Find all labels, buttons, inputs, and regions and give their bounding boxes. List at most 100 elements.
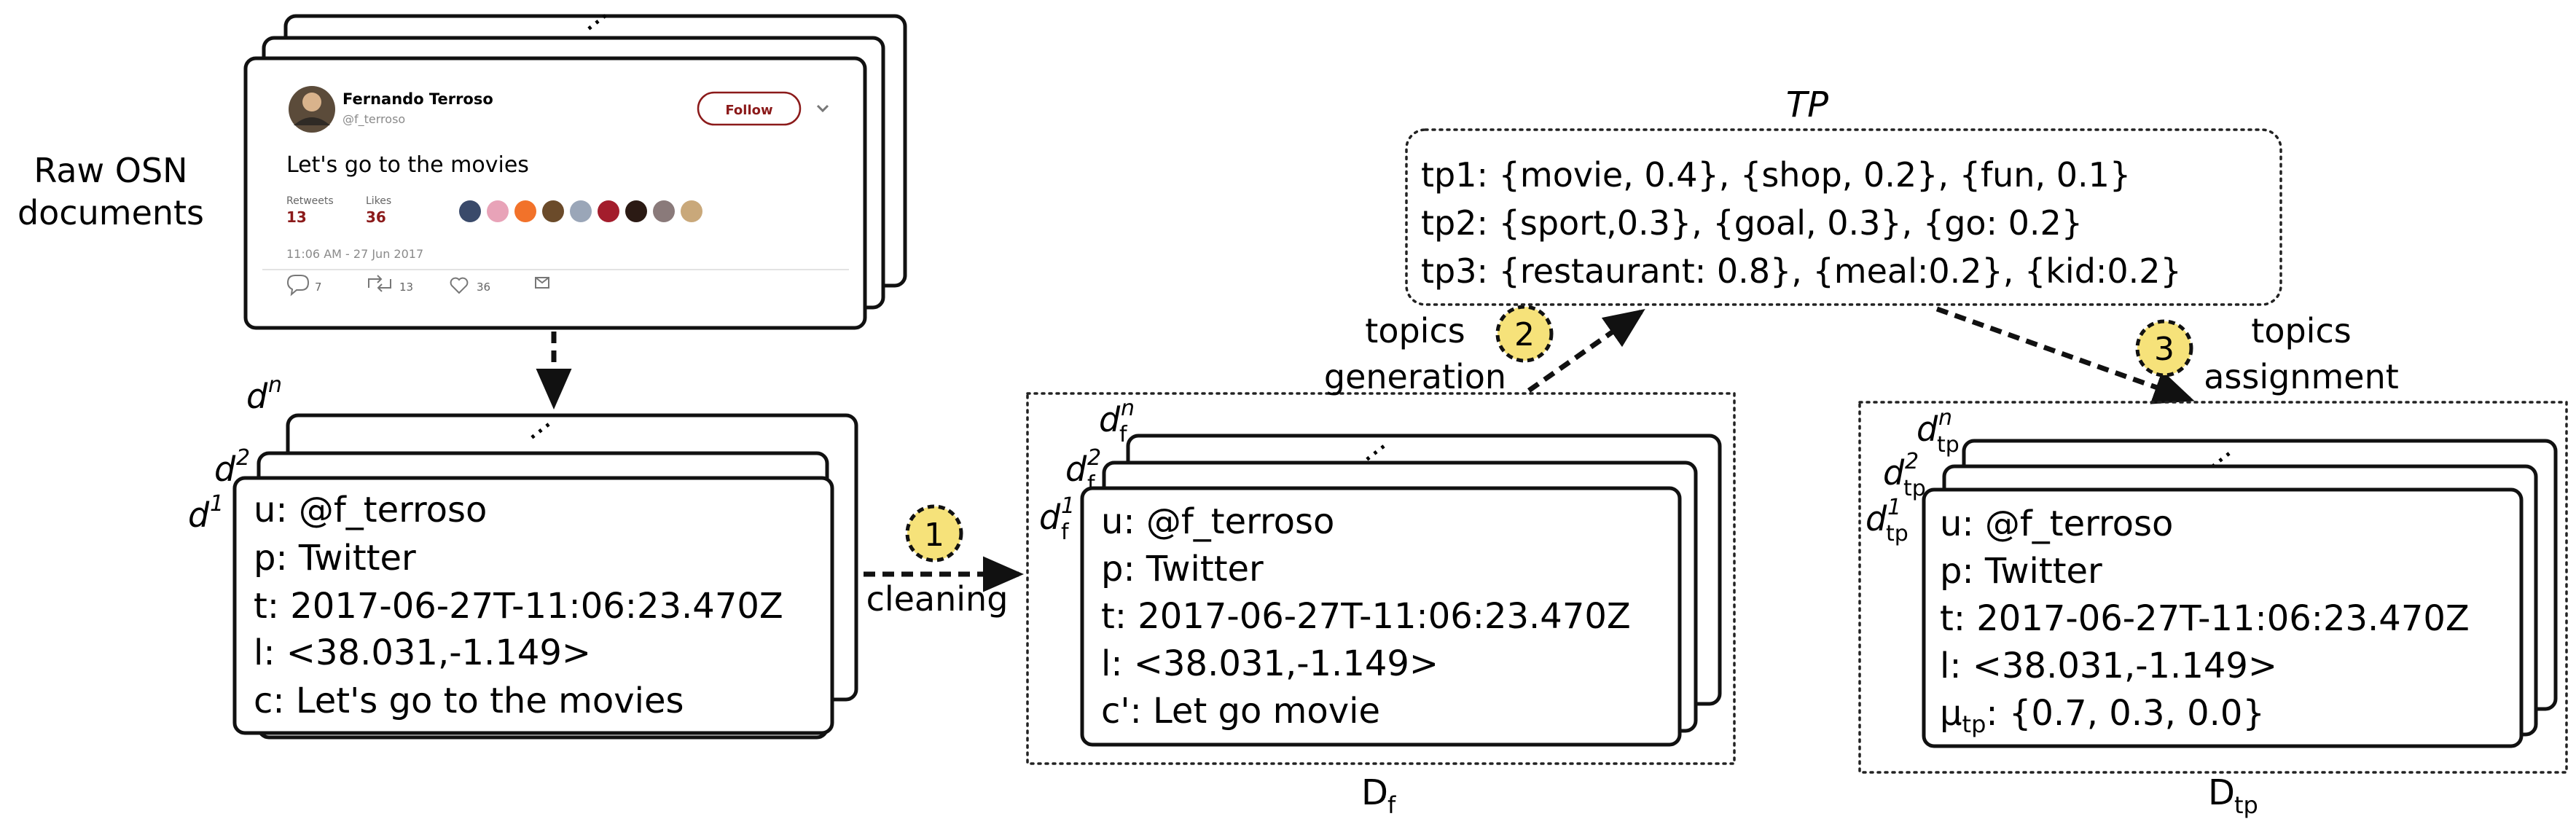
follow-button-label: Follow xyxy=(725,103,772,118)
step-2-label-line2: generation xyxy=(1324,357,1506,396)
svg-text:d: d xyxy=(1883,453,1905,493)
svg-text:n: n xyxy=(268,372,282,398)
svg-text:n: n xyxy=(1938,405,1952,431)
step-3-label-line2: assignment xyxy=(2204,357,2399,396)
dtp-user: u: @f_terroso xyxy=(1940,503,2173,544)
svg-text:d: d xyxy=(1866,499,1887,538)
df-platform: p: Twitter xyxy=(1101,549,1264,589)
step-2-number: 2 xyxy=(1514,316,1535,353)
tweet-author-name[interactable]: Fernando Terroso xyxy=(342,90,493,108)
liker-avatars xyxy=(459,200,702,222)
svg-text:tp: tp xyxy=(1937,432,1960,458)
dtp-group-box xyxy=(1858,401,2568,774)
svg-text:tp: tp xyxy=(1903,476,1926,501)
tp-line-2: tp2: {sport,0.3}, {goal, 0.3}, {go: 0.2} xyxy=(1421,203,2083,243)
dtp-label-dn: d n tp xyxy=(1917,405,1960,458)
svg-text:1: 1 xyxy=(1887,495,1901,520)
svg-text:d: d xyxy=(1099,400,1121,439)
reply-count: 7 xyxy=(315,281,322,294)
doc-location: l: <38.031,-1.149> xyxy=(254,632,591,673)
dtp-time: t: 2017-06-27T-11:06:23.470Z xyxy=(1940,598,2470,639)
doc-content: c: Let's go to the movies xyxy=(254,681,684,721)
step-2-label-line1: topics xyxy=(1365,311,1465,350)
raw-osn-label-line2: documents xyxy=(17,193,204,232)
step-1-number: 1 xyxy=(924,517,944,554)
svg-text:D: D xyxy=(1361,772,1388,813)
svg-text:2: 2 xyxy=(1087,445,1101,471)
like-action[interactable]: 36 xyxy=(450,277,490,294)
tweet-text: Let's go to the movies xyxy=(286,152,529,178)
follow-button[interactable]: Follow xyxy=(697,91,802,126)
svg-text:d: d xyxy=(1917,409,1938,449)
dtp-label-d2: d 2 tp xyxy=(1883,449,1926,501)
df-group-box xyxy=(1026,392,1736,765)
step-1-label: cleaning xyxy=(866,579,1009,619)
tp-box xyxy=(1405,128,2282,306)
svg-text:d: d xyxy=(188,495,210,535)
dtp-platform: p: Twitter xyxy=(1940,551,2102,592)
dtp-label-d1: d 1 tp xyxy=(1866,495,1908,546)
step-1-badge xyxy=(905,504,963,563)
svg-text:1: 1 xyxy=(1061,493,1075,519)
step-3-badge xyxy=(2135,319,2193,377)
tweet-timestamp[interactable]: 11:06 AM - 27 Jun 2017 xyxy=(286,247,423,261)
step-2-badge xyxy=(1495,305,1554,363)
arrow-topics-assignment xyxy=(1935,306,2195,404)
heart-icon xyxy=(450,277,469,294)
tweet-author-handle[interactable]: @f_terroso xyxy=(342,112,405,127)
likes-label: Likes xyxy=(366,195,391,207)
tweet-card: Fernando Terroso @f_terroso Follow Let's… xyxy=(243,56,867,330)
svg-text:D: D xyxy=(2208,772,2235,813)
dtp-set-label: D tp xyxy=(2208,772,2258,819)
dtp-membership: μtp: {0.7, 0.3, 0.0} xyxy=(1940,693,2265,738)
svg-text:2: 2 xyxy=(236,445,250,471)
svg-text:tp: tp xyxy=(1886,521,1908,546)
svg-text:f: f xyxy=(1387,791,1396,819)
dtp-card-front: u: @f_terroso p: Twitter t: 2017-06-27T-… xyxy=(1922,487,2524,748)
arrow-topics-generation xyxy=(1527,308,1645,393)
retweet-icon xyxy=(368,275,391,292)
df-user: u: @f_terroso xyxy=(1101,501,1334,542)
reply-icon xyxy=(286,275,310,297)
retweets-label: Retweets xyxy=(286,195,334,207)
step-3-number: 3 xyxy=(2154,331,2174,368)
raw-osn-label-line1: Raw OSN xyxy=(34,151,187,190)
chevron-down-icon[interactable] xyxy=(816,104,829,113)
likes-count[interactable]: 36 xyxy=(366,208,386,226)
svg-text:d: d xyxy=(246,377,268,416)
svg-text:tp: tp xyxy=(2234,791,2258,819)
svg-text:d: d xyxy=(214,450,236,489)
svg-text:f: f xyxy=(1061,520,1070,545)
tp-line-3: tp3: {restaurant: 0.8}, {meal:0.2}, {kid… xyxy=(1421,251,2182,291)
df-location: l: <38.031,-1.149> xyxy=(1101,643,1438,684)
doc-user: u: @f_terroso xyxy=(254,490,487,530)
reply-action[interactable]: 7 xyxy=(286,275,322,297)
retweet-action-count: 13 xyxy=(399,281,413,294)
avatar xyxy=(289,86,335,133)
svg-text:f: f xyxy=(1119,422,1128,447)
doc-card-front: u: @f_terroso p: Twitter t: 2017-06-27T-… xyxy=(232,476,834,735)
df-label-d1: d 1 f xyxy=(1039,493,1075,545)
df-content: c': Let go movie xyxy=(1101,691,1380,732)
svg-text:d: d xyxy=(1039,498,1061,537)
df-card-front: u: @f_terroso p: Twitter t: 2017-06-27T-… xyxy=(1080,486,1682,747)
svg-text:d: d xyxy=(1065,450,1087,489)
doc-label-dn: d n xyxy=(246,372,282,416)
message-action[interactable] xyxy=(535,277,549,289)
retweets-count[interactable]: 13 xyxy=(286,208,307,226)
svg-text:n: n xyxy=(1121,396,1135,421)
doc-platform: p: Twitter xyxy=(254,538,416,579)
svg-text:2: 2 xyxy=(1905,449,1919,474)
dtp-location: l: <38.031,-1.149> xyxy=(1940,646,2277,686)
df-set-label: D f xyxy=(1361,772,1396,819)
tp-line-1: tp1: {movie, 0.4}, {shop, 0.2}, {fun, 0.… xyxy=(1421,155,2131,195)
retweet-action[interactable]: 13 xyxy=(368,275,413,294)
tp-title: TP xyxy=(1786,85,1828,125)
like-action-count: 36 xyxy=(477,281,490,294)
step-3-label-line1: topics xyxy=(2251,311,2351,350)
df-time: t: 2017-06-27T-11:06:23.470Z xyxy=(1101,596,1631,637)
envelope-icon xyxy=(535,277,549,289)
svg-text:1: 1 xyxy=(210,491,224,517)
doc-label-d2: d 2 xyxy=(214,445,250,489)
